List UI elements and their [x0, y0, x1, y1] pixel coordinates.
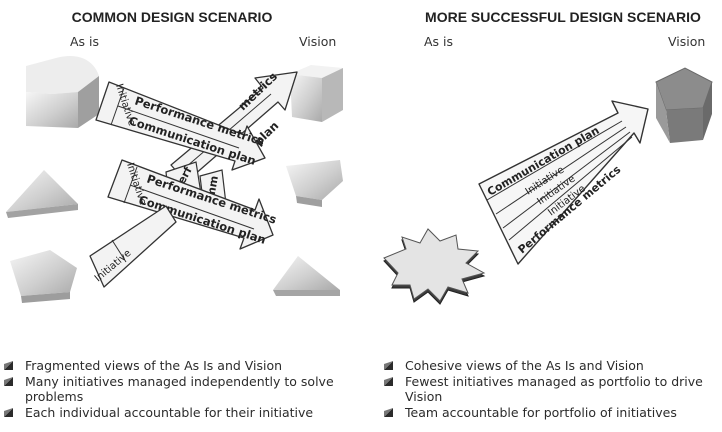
right-bullet-item: Team accountable for portfolio of initia… [384, 405, 722, 420]
bullet-marker-icon [4, 408, 13, 417]
left-bullet-item: Many initiatives managed independently t… [4, 374, 354, 404]
bullet-marker-icon [4, 377, 13, 386]
lower-arrow-initiative: Initiative [89, 205, 177, 288]
vision-triangle-shape [273, 256, 340, 296]
vision-trapezoid-shape [286, 160, 343, 207]
right-vision-label: Vision [668, 34, 705, 49]
left-bullet-text: Fragmented views of the As Is and Vision [25, 358, 283, 373]
right-title: MORE SUCCESSFUL DESIGN SCENARIO [425, 9, 701, 25]
right-bullet-item: Cohesive views of the As Is and Vision [384, 358, 722, 373]
left-bullet-text: Many initiatives managed independently t… [25, 374, 334, 404]
as-is-triangle-shape [6, 170, 78, 218]
bullet-marker-icon [4, 361, 13, 370]
as-is-pentagon-shape [10, 250, 77, 303]
bullet-marker-icon [384, 361, 393, 370]
vision-pentagon-shape [655, 67, 713, 143]
left-bullet-item: Fragmented views of the As Is and Vision [4, 358, 354, 373]
left-title: COMMON DESIGN SCENARIO [72, 9, 273, 25]
left-vision-label: Vision [299, 34, 336, 49]
left-bullet-text: Each individual accountable for their in… [25, 405, 314, 420]
left-bullet-list: Fragmented views of the As Is and Vision… [4, 358, 354, 421]
bullet-marker-icon [384, 408, 393, 417]
unified-portfolio-arrow: Communication plan Initiative Initiative… [478, 100, 649, 265]
right-bullet-item: Fewest initiatives managed as portfolio … [384, 374, 722, 404]
as-is-starburst-shape [383, 228, 486, 305]
right-bullet-text: Team accountable for portfolio of initia… [405, 405, 677, 420]
right-bullet-text: Cohesive views of the As Is and Vision [405, 358, 644, 373]
right-bullet-text: Fewest initiatives managed as portfolio … [405, 374, 703, 404]
right-as-is-label: As is [424, 34, 453, 49]
bullet-marker-icon [384, 377, 393, 386]
left-as-is-label: As is [70, 34, 99, 49]
right-bullet-list: Cohesive views of the As Is and Vision F… [384, 358, 722, 421]
as-is-quarter-round-shape [26, 56, 99, 128]
left-bullet-item: Each individual accountable for their in… [4, 405, 354, 420]
vision-cube-shape [290, 65, 343, 122]
